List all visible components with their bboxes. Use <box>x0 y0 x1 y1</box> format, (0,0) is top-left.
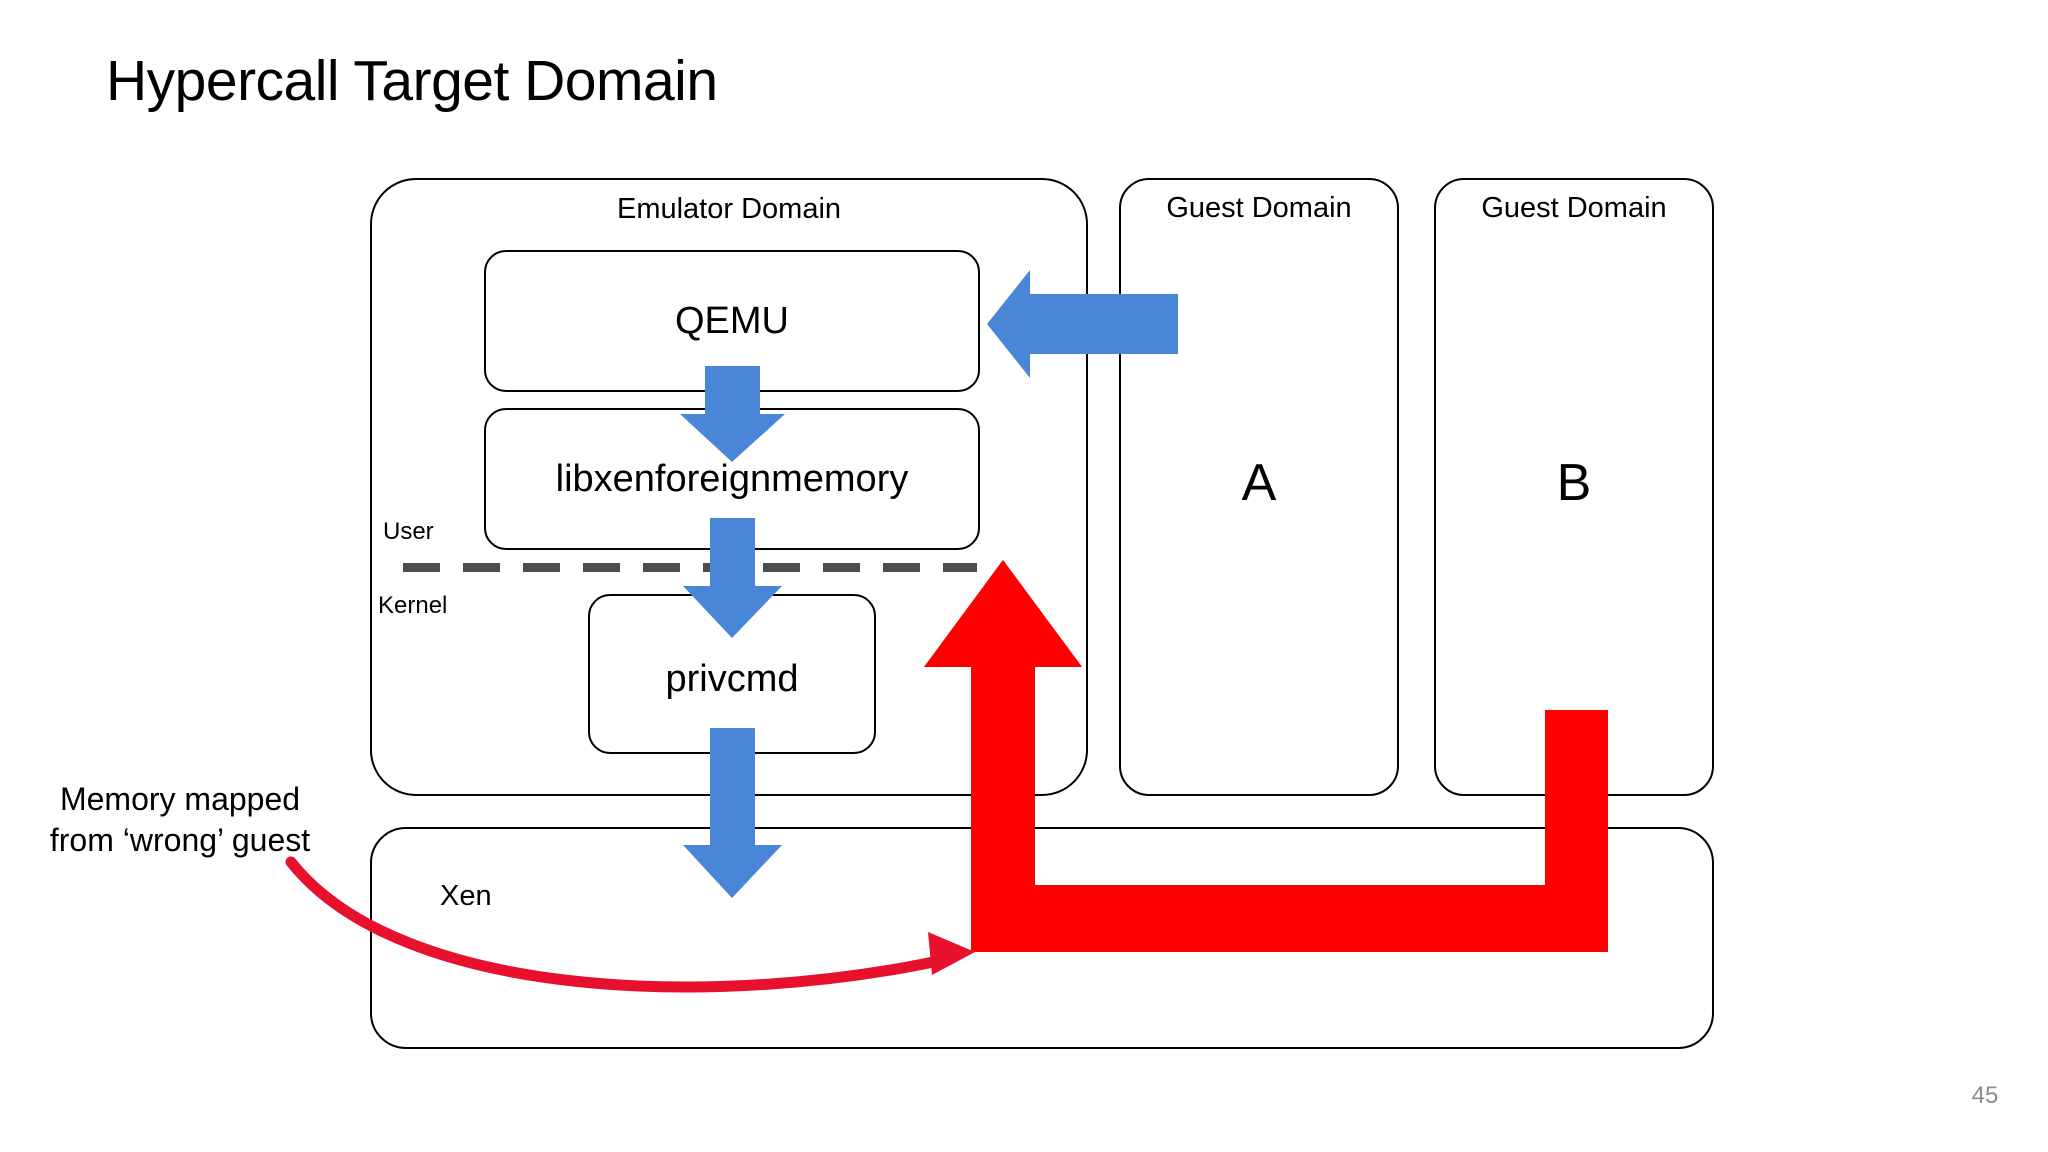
page-number: 45 <box>1971 1082 1999 1109</box>
user-kernel-divider <box>403 563 977 572</box>
guest-domain-b-title: Guest Domain <box>1481 192 1667 224</box>
libxenforeignmemory-label: libxenforeignmemory <box>555 458 909 500</box>
privcmd-label: privcmd <box>665 658 799 700</box>
user-space-label: User <box>383 518 434 545</box>
xen-box <box>370 827 1714 1049</box>
kernel-space-label: Kernel <box>378 592 448 619</box>
xen-label: Xen <box>440 880 492 912</box>
memory-mapped-caption: Memory mapped from ‘wrong’ guest <box>49 781 311 858</box>
emulator-domain-label: Emulator Domain <box>616 193 842 225</box>
page-title: Hypercall Target Domain <box>106 49 718 113</box>
guest-domain-a-letter: A <box>1241 454 1277 512</box>
guest-domain-a-title: Guest Domain <box>1166 192 1352 224</box>
guest-domain-b-letter: B <box>1556 454 1592 512</box>
qemu-label: QEMU <box>675 300 789 342</box>
